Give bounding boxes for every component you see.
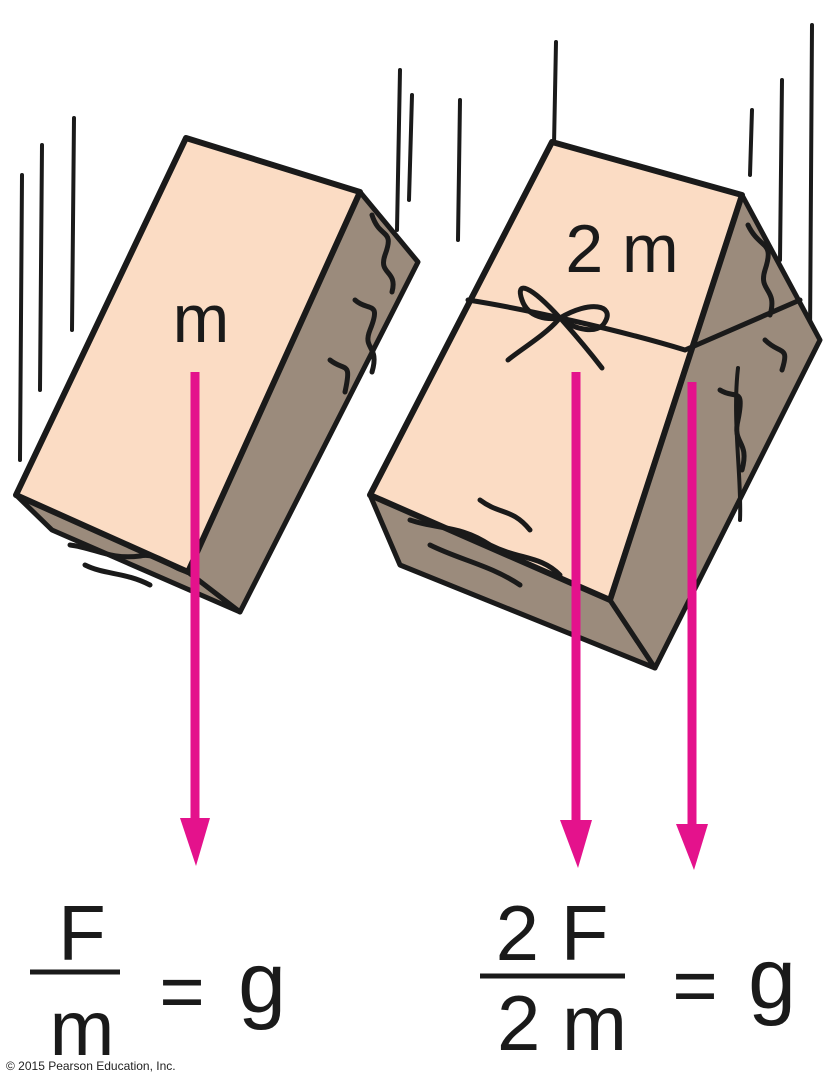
right-block-string-vertical [734,366,743,522]
left-equation-denominator: m [50,984,115,1072]
right-force-arrow-1 [560,372,592,868]
right-block [367,139,823,671]
left-block-texture [67,212,396,588]
left-force-arrow [180,372,210,866]
left-block [13,135,421,615]
left-mass-label: m [173,281,230,357]
right-equation-denominator: 2 m [497,979,627,1067]
left-equation-numerator: F [58,889,106,977]
left-equation: F m = g [30,889,286,1072]
right-arrowhead-2-icon [676,824,708,870]
left-equation-result: g [238,935,286,1031]
right-equation-equals: = [672,941,718,1029]
right-block-front-face [367,139,745,603]
bow-knot-icon [505,285,610,371]
copyright-notice: © 2015 Pearson Education, Inc. [6,1059,176,1073]
motion-lines [18,23,814,462]
right-block-string [465,297,803,353]
right-force-arrow-2 [676,382,708,870]
right-block-texture [407,222,788,588]
left-arrowhead-icon [180,818,210,866]
right-arrowhead-1-icon [560,820,592,868]
right-mass-label: 2 m [565,211,678,287]
left-equation-equals: = [159,947,205,1035]
right-equation-numerator: 2 F [496,889,609,977]
right-equation: 2 F 2 m = g [480,889,796,1067]
right-equation-result: g [748,931,796,1027]
